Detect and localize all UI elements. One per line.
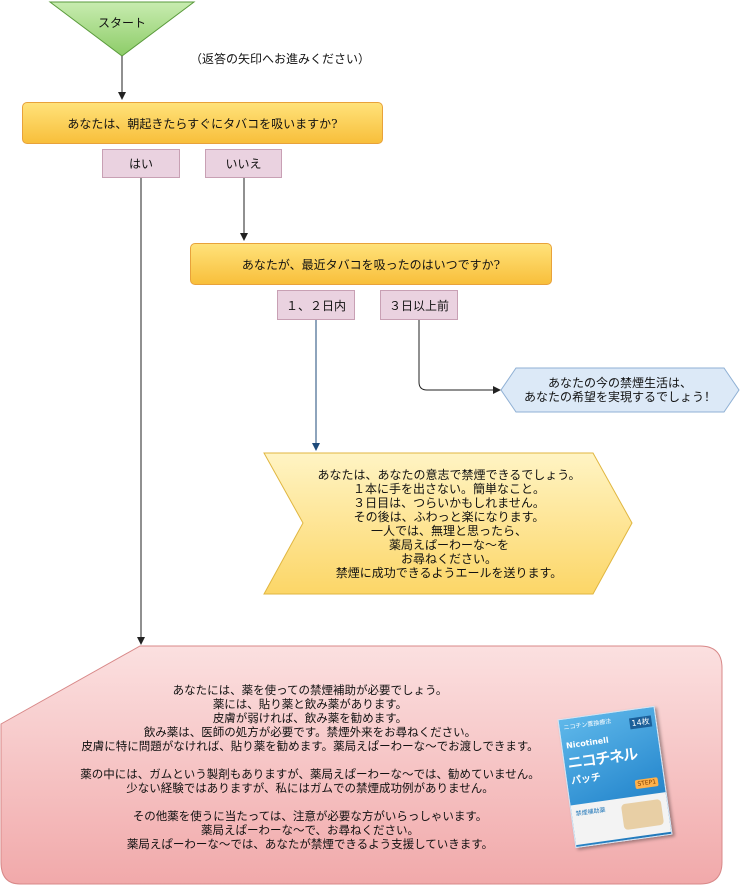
start-shape	[48, 1, 196, 57]
product-kind: 禁煙補助薬	[575, 806, 607, 818]
bottom-result-line: 薬の中には、ガムという製剤もありますが、薬局えぱーわーな～では、勧めていません。	[80, 767, 540, 781]
bottom-result-text: あなたには、薬を使っての禁煙補助が必要でしょう。 薬には、貼り薬と飲み薬がありま…	[40, 683, 580, 851]
question-2-text: あなたが、最近タバコを吸ったのはいつですか?	[241, 257, 501, 272]
answer-no-label: いいえ	[225, 157, 262, 171]
arrow-result-line: お尋ねください。	[400, 552, 497, 566]
bottom-result-line: その他薬を使うに当たっては、注意が必要な方がいらっしゃいます。	[132, 809, 488, 823]
bottom-result-line: 薬には、貼り薬と飲み薬があります。	[212, 697, 408, 711]
instruction-note: （返答の矢印へお進みください）	[190, 52, 371, 66]
bottom-result-line: 少ない経験ではありますが、私にはガムでの禁煙成功例がありません。	[126, 781, 494, 795]
arrow-result-line: あなたは、あなたの意志で禁煙できるでしょう。	[317, 468, 581, 482]
start-label: スタート	[97, 16, 146, 30]
bottom-result-line: 薬局えぱーわーな～で、お尋ねください。	[200, 823, 420, 837]
hex-result-line: あなたの今の禁煙生活は、	[547, 376, 692, 390]
answer-no-button[interactable]: いいえ	[205, 149, 282, 178]
arrow-result-line: 一人では、無理と思ったら、	[370, 524, 527, 538]
product-count: 14枚	[628, 715, 653, 730]
answer-recent-label: １、２日内	[285, 298, 346, 313]
bottom-result-shape	[0, 645, 723, 885]
connector-opt2-hex	[418, 320, 501, 394]
arrow-result-line: １本に手を出さない。簡単なこと。	[352, 482, 545, 496]
product-top-label: ニコチン置換療法	[563, 718, 612, 732]
hex-result-line: あなたの希望を実現するでしょう！	[523, 390, 716, 404]
arrow-result-line: 禁煙に成功できるようエールを送ります。	[335, 566, 563, 580]
bottom-result-line: 飲み薬は、医師の処方が必要です。禁煙外来をお尋ねください。	[143, 725, 477, 739]
product-image: ニコチン置換療法 14枚 Nicotinell ニコチネル パッチ STEP1 …	[557, 705, 673, 849]
product-sub: パッチ	[570, 772, 602, 788]
answer-older-label: ３日以上前	[388, 298, 449, 313]
arrow-result-text: あなたは、あなたの意志で禁煙できるでしょう。 １本に手を出さない。簡単なこと。 …	[290, 468, 608, 580]
product-step-badge: STEP1	[634, 777, 659, 790]
arrow-result-line: ３日目は、つらいかもしれません。	[353, 496, 545, 510]
arrow-result-line: 薬局えぱーわーな～を	[388, 538, 509, 552]
bottom-result-line: 薬局えぱーわーな～では、あなたが禁煙できるよう支援していきます。	[126, 837, 494, 851]
answer-older-button[interactable]: ３日以上前	[380, 290, 458, 320]
bottom-result-line: 皮膚が弱ければ、飲み薬を勧めます。	[212, 711, 408, 725]
arrow-result-line: その後は、ふわっと楽になります。	[353, 510, 545, 524]
question-1-text: あなたは、朝起きたらすぐにタバコを吸いますか?	[67, 116, 338, 131]
hex-result-shape	[500, 367, 740, 413]
answer-yes-button[interactable]: はい	[102, 149, 180, 178]
product-patch-graphic	[620, 798, 665, 831]
bottom-result-line: あなたには、薬を使っての禁煙補助が必要でしょう。	[172, 683, 448, 697]
answer-recent-button[interactable]: １、２日内	[277, 290, 355, 320]
arrow-result-shape	[263, 452, 633, 595]
hex-result-text: あなたの今の禁煙生活は、 あなたの希望を実現するでしょう！	[505, 376, 735, 404]
question-2-box: あなたが、最近タバコを吸ったのはいつですか?	[190, 243, 552, 285]
answer-yes-label: はい	[128, 157, 153, 171]
bottom-result-line: 皮膚に特に問題がなければ、貼り薬を勧めます。薬局えぱーわーな～でお渡しできます。	[81, 739, 539, 753]
question-1-box: あなたは、朝起きたらすぐにタバコを吸いますか?	[22, 102, 383, 144]
